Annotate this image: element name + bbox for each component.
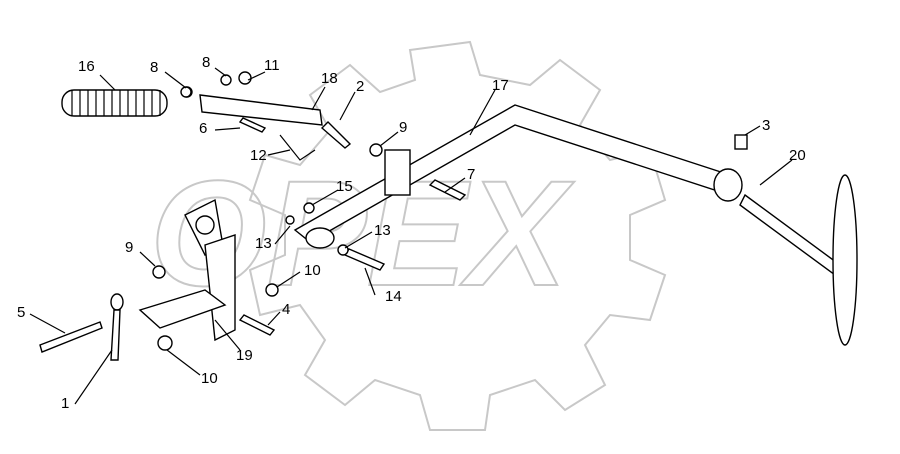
callout-4: 4 <box>282 301 290 318</box>
callout-11: 11 <box>264 57 280 74</box>
bracket-part <box>138 198 236 342</box>
callout-19: 19 <box>236 347 253 364</box>
callout-17: 17 <box>492 77 509 94</box>
callout-13: 13 <box>374 222 391 239</box>
callout-10: 10 <box>304 262 321 279</box>
callout-7: 7 <box>467 166 475 183</box>
callout-12: 12 <box>250 147 267 164</box>
callout-16: 16 <box>78 58 95 75</box>
callout-1: 1 <box>61 395 69 412</box>
callout-15: 15 <box>336 178 353 195</box>
leader-lines <box>29 67 793 405</box>
callout-3: 3 <box>762 117 770 134</box>
callout-14: 14 <box>385 288 402 305</box>
callout-13: 13 <box>255 235 272 252</box>
callout-10: 10 <box>201 370 218 387</box>
callout-2: 2 <box>356 78 364 95</box>
callout-9: 9 <box>125 239 133 256</box>
callout-18: 18 <box>321 70 338 87</box>
spring-part <box>61 89 168 117</box>
adjust-plate-part <box>181 71 323 161</box>
callout-8: 8 <box>150 59 158 76</box>
lever-arm-part <box>293 104 743 249</box>
scraper-disc-part <box>739 174 858 346</box>
callout-8: 8 <box>202 54 210 71</box>
callout-20: 20 <box>789 147 806 164</box>
callout-labels: 16 8 8 11 18 2 17 3 20 9 6 12 15 7 13 13… <box>17 54 806 412</box>
callout-6: 6 <box>199 120 207 137</box>
callout-9: 9 <box>399 119 407 136</box>
callout-5: 5 <box>17 304 25 321</box>
eye-bolt-part <box>110 293 124 361</box>
